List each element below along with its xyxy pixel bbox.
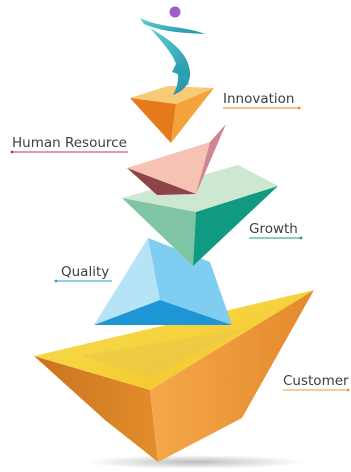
customer-top-face	[34, 290, 314, 390]
label-customer: Customer	[283, 373, 350, 392]
label-customer-text: Customer	[283, 373, 349, 389]
human-resource-right-face	[196, 124, 226, 194]
quality-left-face	[94, 238, 160, 325]
label-quality-text: Quality	[61, 264, 109, 280]
innovation-right-face	[171, 88, 214, 143]
customer-right-face	[150, 290, 314, 462]
dancer-body	[150, 28, 191, 95]
human-resource-block	[127, 124, 226, 195]
growth-left-face	[122, 198, 196, 266]
label-quality-dot	[54, 279, 58, 283]
quality-right-face	[148, 238, 232, 325]
label-human-resource: Human Resource	[10, 135, 128, 154]
quality-front-face	[94, 300, 232, 325]
label-growth-text: Growth	[249, 221, 298, 237]
innovation-top-face	[130, 86, 214, 104]
dancer-head	[169, 6, 181, 18]
growth-block	[122, 165, 278, 266]
label-quality: Quality	[54, 264, 112, 283]
label-customer-dot	[346, 388, 350, 392]
customer-left-face	[34, 356, 158, 462]
dancer-arms	[140, 18, 205, 34]
innovation-block	[130, 86, 214, 143]
label-human-resource-dot	[10, 150, 14, 154]
ground-shadow	[85, 455, 305, 469]
customer-block	[34, 290, 314, 462]
label-growth: Growth	[249, 221, 303, 240]
customer-top-inner	[82, 328, 246, 378]
dancer-leg	[172, 64, 189, 86]
innovation-left-face	[130, 98, 176, 143]
quality-block	[94, 238, 232, 325]
label-growth-dot	[299, 236, 303, 240]
human-resource-bottom-face	[127, 168, 196, 195]
label-innovation: Innovation	[223, 91, 301, 110]
growth-right-face	[193, 186, 278, 266]
label-innovation-dot	[297, 106, 301, 110]
growth-top-face	[122, 165, 278, 212]
human-resource-top-face	[127, 142, 210, 194]
label-human-resource-text: Human Resource	[12, 135, 127, 151]
dancer-figure	[140, 6, 205, 95]
label-innovation-text: Innovation	[223, 91, 294, 107]
